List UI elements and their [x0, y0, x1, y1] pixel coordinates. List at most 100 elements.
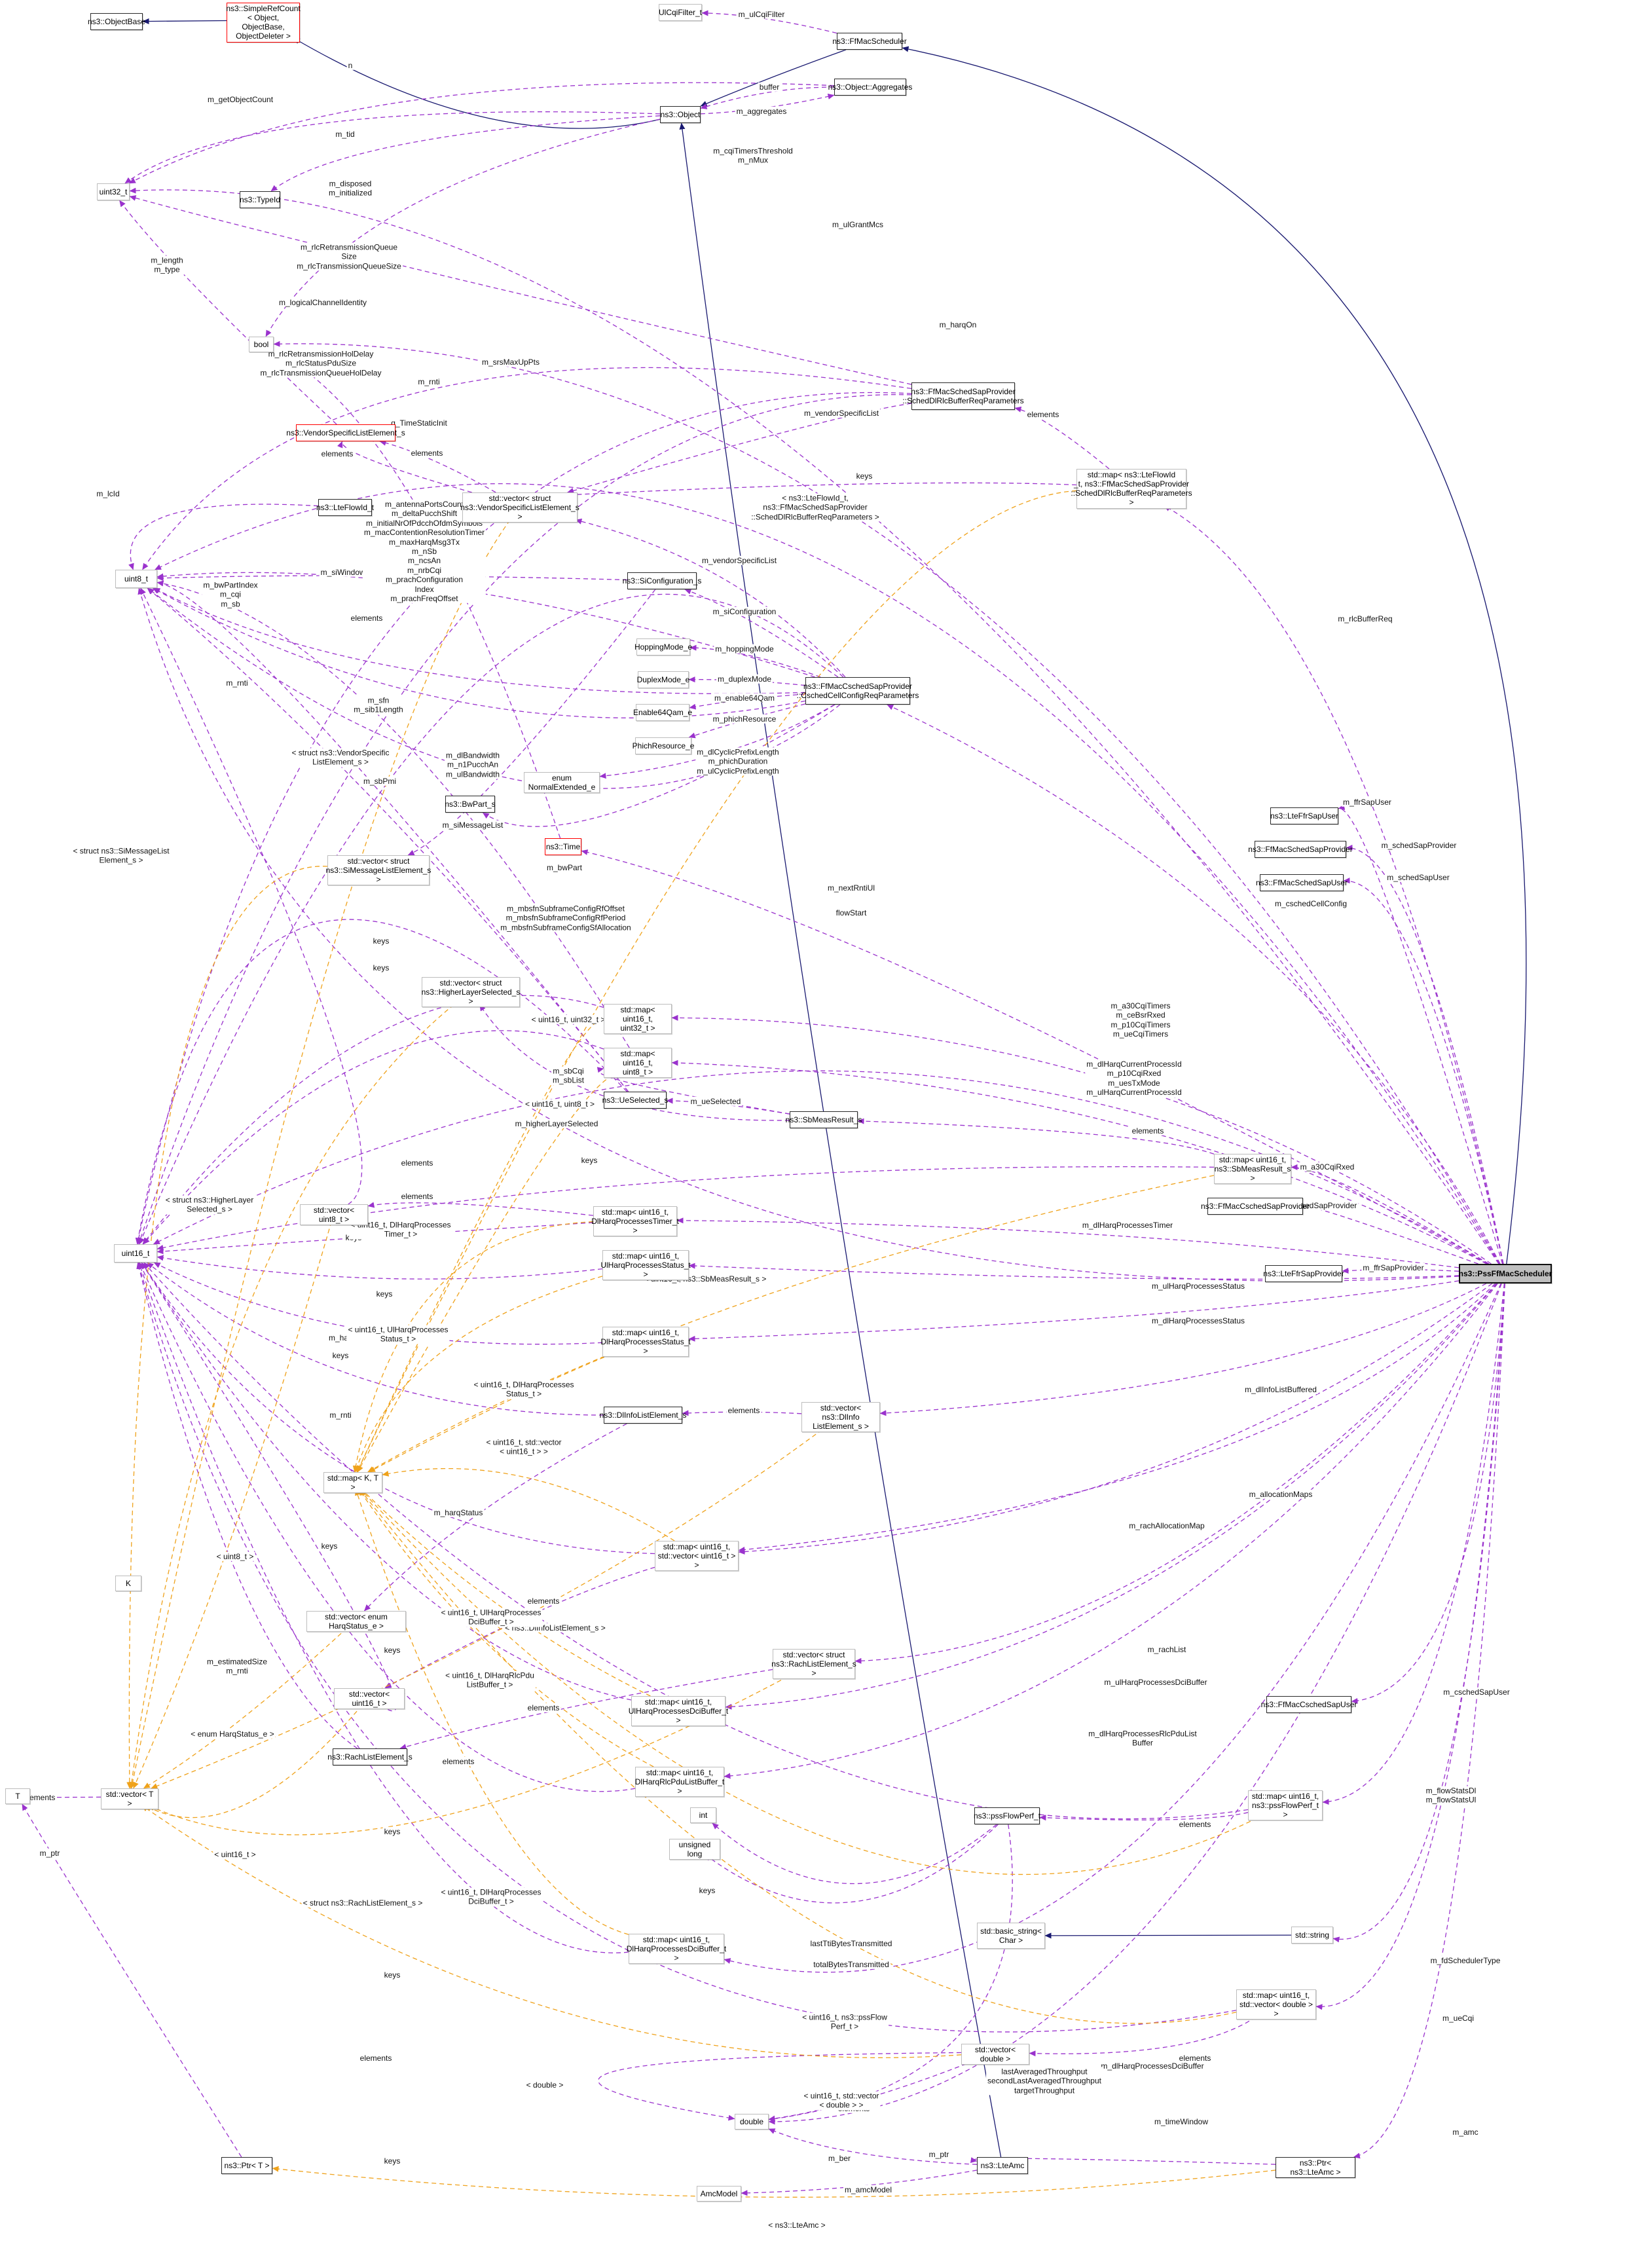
class-node-pss[interactable]: ns3::PssFfMacScheduler [1459, 1264, 1552, 1283]
edge-label: m_disposed m_initialized [327, 179, 374, 198]
class-node-stringnode[interactable]: std::string [1291, 1927, 1333, 1944]
edge-label: m_srsMaxUpPts [480, 357, 541, 367]
class-node-ueselected[interactable]: ns3::UeSelected_s [602, 1092, 668, 1109]
class-node-dlinfo[interactable]: ns3::DlInfoListElement_s [600, 1407, 686, 1424]
class-node-mapu8[interactable]: std::map< uint16_t, uint8_t > [604, 1048, 672, 1079]
class-node-sbmeas[interactable]: ns3::SbMeasResult_s [786, 1111, 862, 1128]
class-node-vendorspec[interactable]: ns3::VendorSpecificListElement_s [286, 424, 405, 441]
edge-mapsbmeas-mapkt [367, 1175, 1215, 1473]
class-node-mapdlharqrlc[interactable]: std::map< uint16_t, DlHarqRlcPduListBuff… [635, 1767, 724, 1798]
class-node-doublenode[interactable]: double [735, 2114, 769, 2130]
edge-lteamc-doublenode [768, 2128, 978, 2165]
class-node-mapvecu16[interactable]: std::map< uint16_t, std::vector< uint16_… [655, 1541, 739, 1572]
edge-pss-mapdlharqtimer [676, 1217, 1459, 1268]
class-node-lteflowid[interactable]: ns3::LteFlowId_t [316, 499, 374, 516]
class-node-vecharqstatus[interactable]: std::vector< enum HarqStatus_e > [306, 1611, 406, 1633]
class-node-mapvecdouble[interactable]: std::map< uint16_t, std::vector< double … [1236, 1989, 1316, 2020]
class-node-phich[interactable]: PhichResource_e [633, 737, 694, 754]
class-node-mappssflow[interactable]: std::map< uint16_t, ns3::pssFlowPerf_t > [1248, 1790, 1323, 1821]
edge-label: m_siConfiguration [711, 606, 778, 617]
class-node-ffmacschedsapprovider[interactable]: ns3::FfMacSchedSapProvider [1248, 841, 1353, 858]
class-node-aggregates[interactable]: ns3::Object::Aggregates [828, 79, 912, 96]
edge-label: keys [579, 1155, 599, 1166]
class-node-vechls[interactable]: std::vector< struct ns3::HigherLayerSele… [422, 977, 520, 1008]
edge-pss-mapu32 [671, 1014, 1492, 1264]
edge-vecdouble-vecT [141, 1805, 962, 2058]
edge-label: m_mbsfnSubframeConfigRfOffset m_mbsfnSub… [499, 904, 633, 932]
edge-ptrlteamc-lteamc [970, 2157, 1276, 2165]
class-node-pssflowperf[interactable]: ns3::pssFlowPerf_t [974, 1807, 1040, 1824]
edge-label: m_sbPmi [361, 776, 398, 786]
class-node-duplex[interactable]: DuplexMode_e [637, 671, 689, 688]
class-node-amcmodel[interactable]: AmcModel [697, 2186, 741, 2202]
class-node-uint16[interactable]: uint16_t [114, 1244, 157, 1263]
class-node-mapdlharqstatus[interactable]: std::map< uint16_t, DlHarqProcessesStatu… [600, 1327, 691, 1357]
edge-label: elements [1177, 1819, 1213, 1830]
class-node-siconfig[interactable]: ns3::SiConfiguration_s [623, 572, 701, 589]
edge-label: keys [382, 1645, 402, 1655]
edge-label: m_vendorSpecificList [802, 408, 881, 418]
class-node-bwpart[interactable]: ns3::BwPart_s [445, 796, 496, 813]
edge-label: m_rlcRetransmissionQueue Size m_rlcTrans… [295, 242, 403, 271]
class-node-vecdouble[interactable]: std::vector< double > [961, 2044, 1029, 2065]
class-node-normalext[interactable]: enum NormalExtended_e [524, 772, 600, 794]
class-node-unsignedlong[interactable]: unsigned long [669, 1839, 720, 1860]
edge-label: m_ueCqi [1441, 2013, 1476, 2023]
class-node-mapkt[interactable]: std::map< K, T > [323, 1472, 382, 1494]
class-node-mapdlharqtimer[interactable]: std::map< uint16_t, DlHarqProcessesTimer… [591, 1206, 679, 1237]
edge-pss-ffmaccschedsapuser [1351, 1283, 1505, 1704]
class-node-scheddlrlc[interactable]: ns3::FfMacSchedSapProvider ::SchedDlRlcB… [902, 382, 1024, 410]
class-node-knode[interactable]: K [115, 1576, 141, 1591]
edge-mapflowid-mapkt [356, 490, 1077, 1473]
class-node-lteffrsapprovider[interactable]: ns3::LteFfrSapProvider [1263, 1265, 1344, 1282]
class-node-mapulharqstatus[interactable]: std::map< uint16_t, UlHarqProcessesStatu… [600, 1250, 691, 1281]
class-node-mapsbmeas[interactable]: std::map< uint16_t, ns3::SbMeasResult_s … [1214, 1154, 1291, 1185]
class-node-ulcqifilter[interactable]: UlCqiFilter_t [659, 4, 702, 21]
class-node-lteffrsapuser[interactable]: ns3::LteFfrSapUser [1270, 807, 1338, 824]
edge-label: m_dlInfoListBuffered [1243, 1384, 1318, 1395]
class-node-ptrT[interactable]: ns3::Ptr< T > [221, 2157, 272, 2174]
edge-pss-lteffrsapuser [1338, 804, 1503, 1264]
edge-label: < uint16_t, DlHarqRlcPdu ListBuffer_t > [444, 1671, 536, 1690]
edge-label: m_bwPartIndex m_cqi m_sb [202, 580, 259, 609]
class-node-tnode[interactable]: T [5, 1788, 30, 1804]
class-node-cschedcellcfg[interactable]: ns3::FfMacCschedSapProvider ::CschedCell… [797, 677, 919, 705]
class-node-vecvendor[interactable]: std::vector< struct ns3::VendorSpecificL… [460, 492, 579, 523]
class-node-object[interactable]: ns3::Object [660, 106, 701, 123]
edge-cschedcellcfg-vecvendor [575, 518, 846, 678]
class-node-mapflowid[interactable]: std::map< ns3::LteFlowId _t, ns3::FfMacS… [1071, 469, 1192, 509]
class-node-ffmaccschedsapprovider[interactable]: ns3::FfMacCschedSapProvider [1201, 1198, 1310, 1215]
class-node-objectbase[interactable]: ns3::ObjectBase [88, 13, 145, 30]
edge-label: g_TimeStaticInit [390, 418, 449, 428]
class-node-vecT[interactable]: std::vector< T > [101, 1788, 158, 1810]
class-node-intnode[interactable]: int [690, 1807, 716, 1823]
class-node-simplerefcount[interactable]: ns3::SimpleRefCount < Object, ObjectBase… [226, 3, 301, 43]
class-node-uint8[interactable]: uint8_t [115, 570, 157, 588]
edge-label: elements [1130, 1126, 1166, 1136]
class-node-lteamc[interactable]: ns3::LteAmc [977, 2157, 1028, 2174]
class-node-rachlistel[interactable]: ns3::RachListElement_s [327, 1748, 413, 1765]
class-node-enable64[interactable]: Enable64Qam_e [633, 704, 692, 721]
edge-pss-vecdlinfo [879, 1283, 1487, 1416]
class-node-hopping[interactable]: HoppingMode_e [634, 638, 692, 655]
edge-pss-mapvecdouble [1315, 1283, 1505, 2010]
class-node-ffmacscheduler[interactable]: ns3::FfMacScheduler [832, 33, 907, 50]
class-node-mapulharqdci[interactable]: std::map< uint16_t, UlHarqProcessesDciBu… [629, 1696, 728, 1727]
edge-mappssflow-pssflowperf [1039, 1812, 1249, 1821]
class-node-typeid[interactable]: ns3::TypeId [240, 191, 280, 208]
class-node-uint32[interactable]: uint32_t [97, 183, 130, 200]
class-node-vecsimsg[interactable]: std::vector< struct ns3::SiMessageListEl… [326, 855, 431, 886]
class-node-boolnode[interactable]: bool [249, 337, 274, 352]
class-node-vecrach[interactable]: std::vector< struct ns3::RachListElement… [771, 1649, 856, 1680]
class-node-vecdlinfo[interactable]: std::vector< ns3::DlInfo ListElement_s > [801, 1402, 880, 1433]
class-node-ffmacschedsapuser[interactable]: ns3::FfMacSchedSapUser [1256, 874, 1348, 891]
class-node-vecu16[interactable]: std::vector< uint16_t > [334, 1688, 405, 1710]
class-node-basicstring[interactable]: std::basic_string< Char > [977, 1923, 1045, 1949]
class-node-mapu32[interactable]: std::map< uint16_t, uint32_t > [604, 1004, 672, 1035]
class-node-ptrlteamc[interactable]: ns3::Ptr< ns3::LteAmc > [1276, 2157, 1355, 2179]
class-node-ffmaccschedsapuser[interactable]: ns3::FfMacCschedSapUser [1261, 1696, 1357, 1713]
class-node-mapdlharqdci[interactable]: std::map< uint16_t, DlHarqProcessesDciBu… [627, 1934, 726, 1965]
class-node-vecu8[interactable]: std::vector< uint8_t > [300, 1204, 368, 1226]
edge-pss-mapdlharqstatus [688, 1280, 1459, 1342]
class-node-timenode[interactable]: ns3::Time [545, 838, 581, 855]
